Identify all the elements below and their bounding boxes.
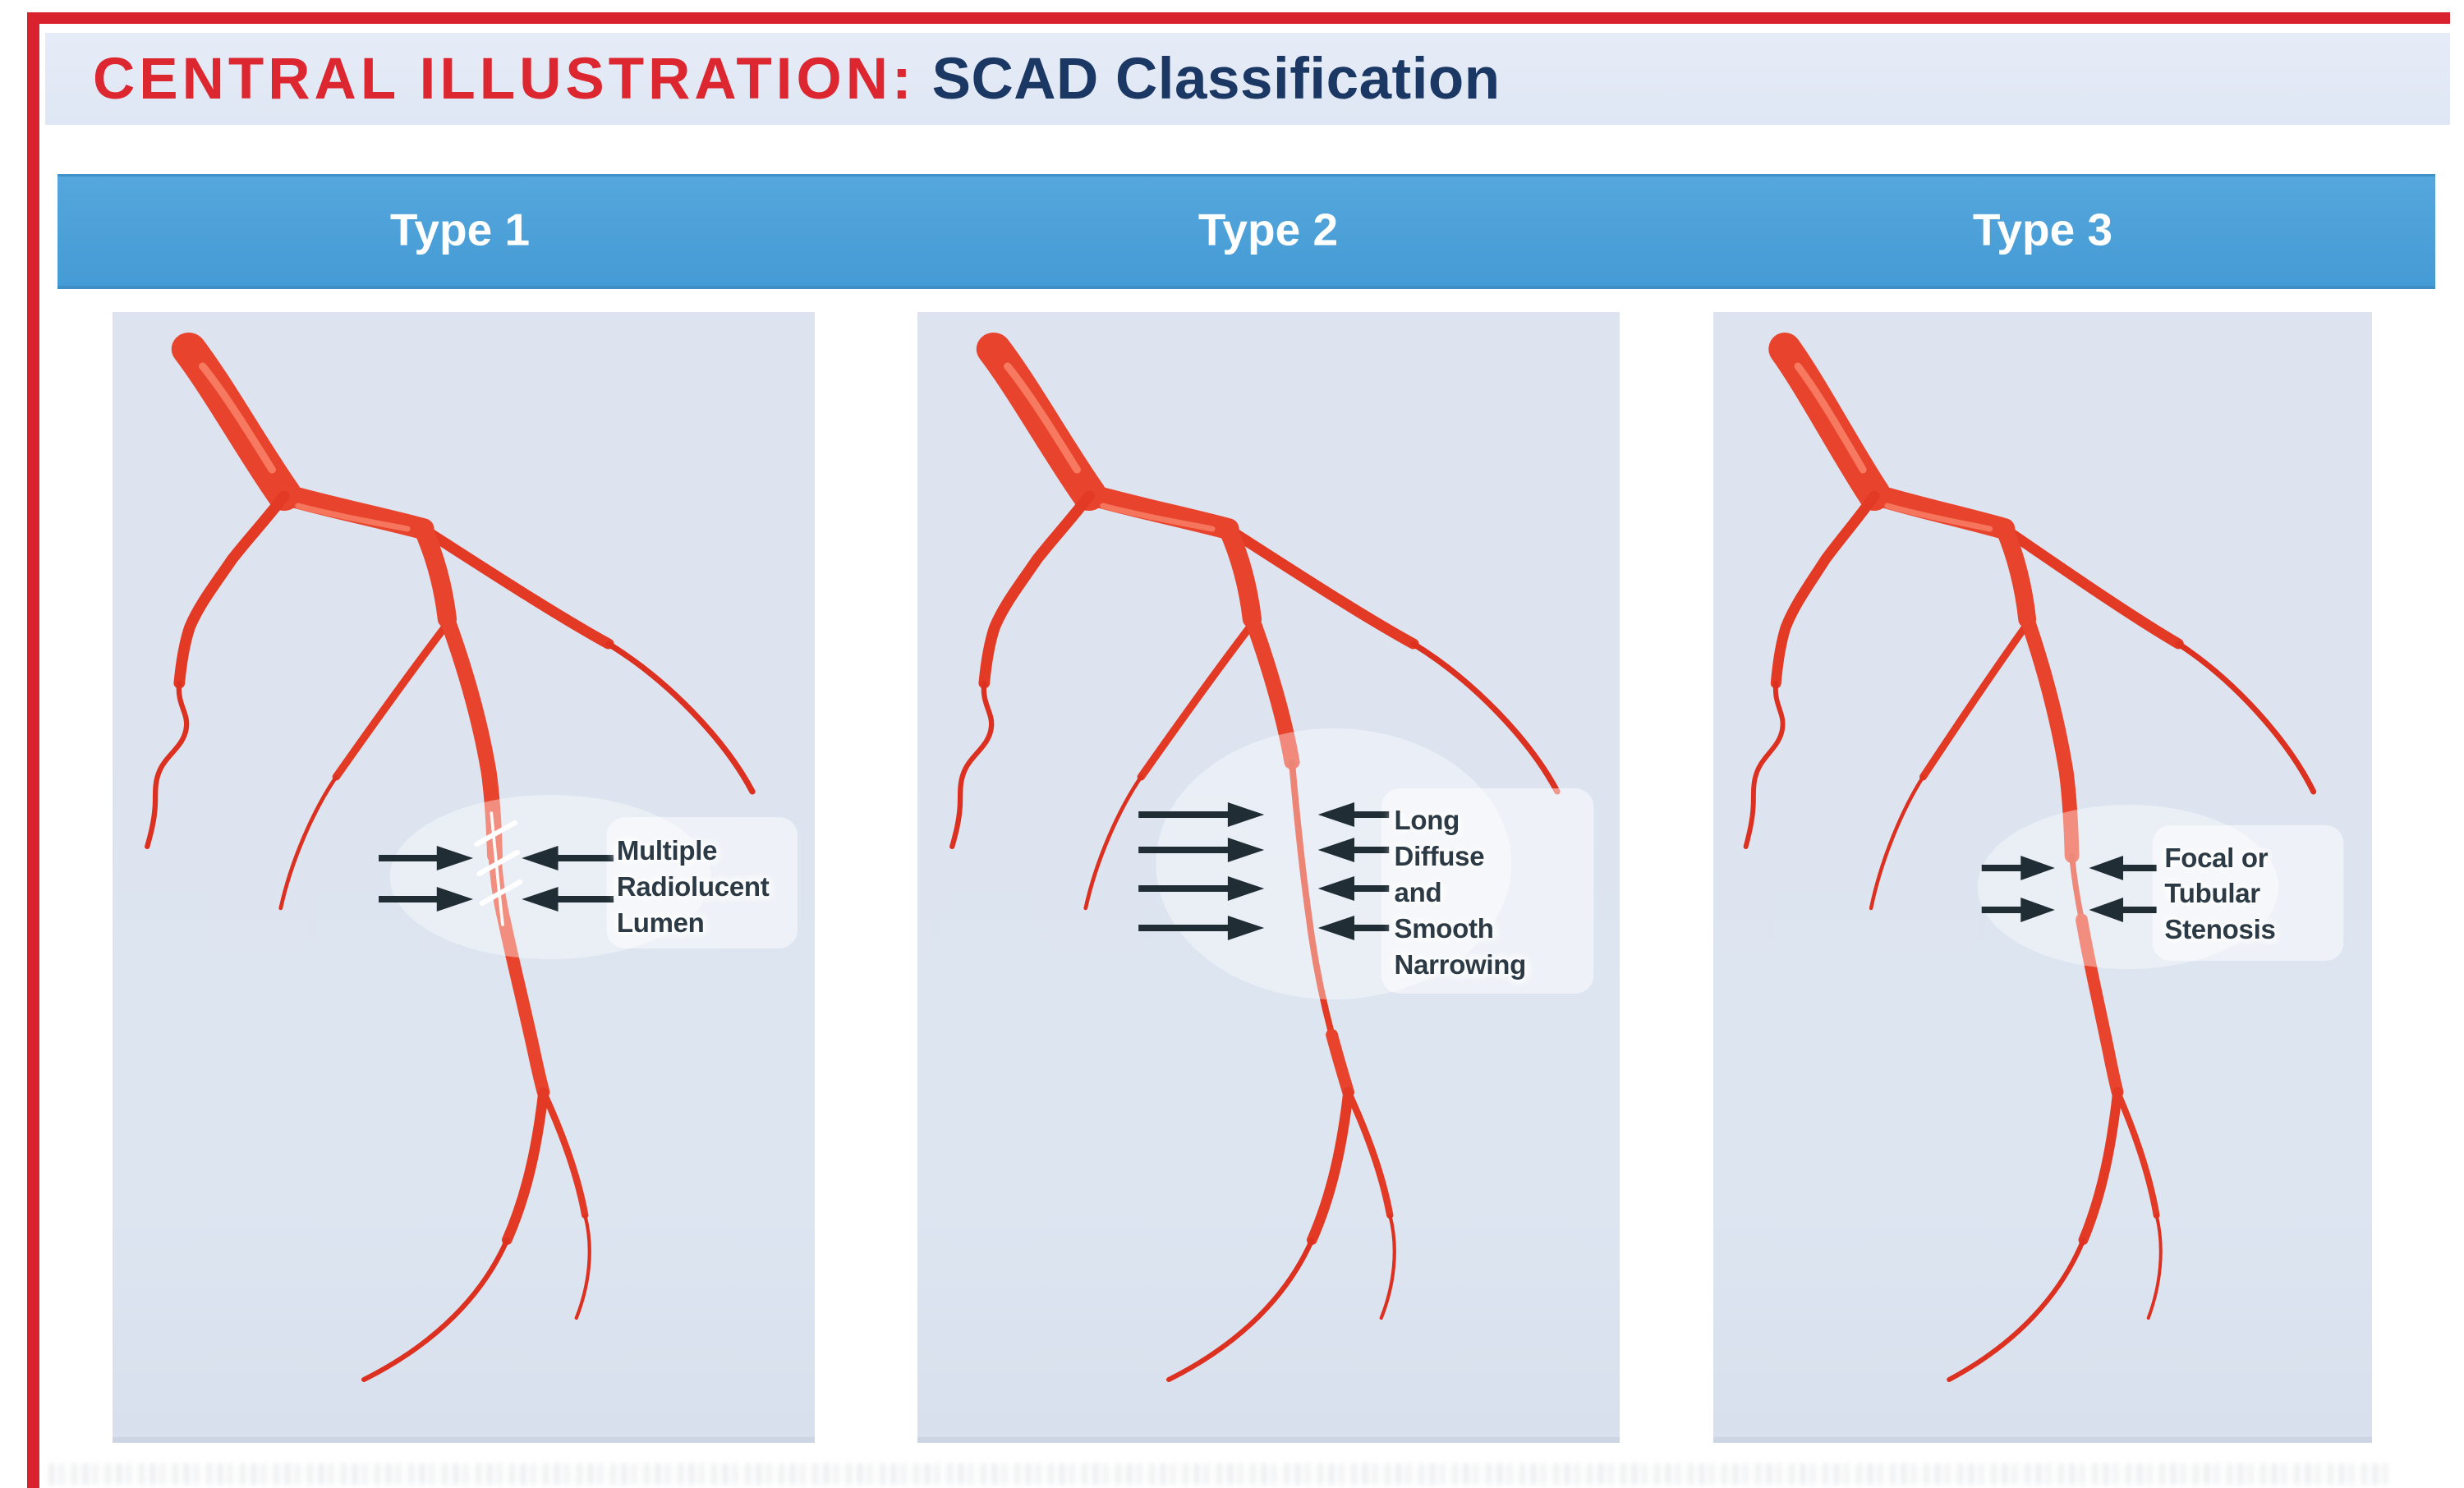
- arrow-left-icon: [2089, 856, 2157, 880]
- arrow-left-icon: [2089, 898, 2157, 922]
- artery-tree: [1743, 333, 2317, 1382]
- arrow-right-icon: [1138, 802, 1265, 827]
- arrow-left-icon: [1317, 876, 1390, 901]
- type-1-header: Type 1: [389, 203, 531, 255]
- annotation-halo: [1156, 728, 1594, 999]
- arrow-right-icon: [1138, 916, 1265, 940]
- panel-type-2: Long Diffuse and Smooth Narrowing: [917, 312, 1620, 1443]
- type-3-header: Type 3: [1972, 203, 2113, 255]
- coronary-artery-illustration: [949, 333, 1594, 1382]
- arrow-right-icon: [379, 887, 474, 912]
- artery-tree: [949, 333, 1561, 1382]
- title-prefix: CENTRAL ILLUSTRATION:: [93, 46, 916, 112]
- type-2-header: Type 2: [1198, 203, 1339, 255]
- lesion-detail-diffuse-narrowing: [1289, 759, 1335, 1038]
- lesion-annotation: Multiple Radiolucent Lumen: [616, 835, 770, 939]
- arrow-left-icon: [522, 846, 614, 870]
- annotation-halo: [389, 795, 798, 959]
- arrow-right-icon: [1138, 876, 1265, 901]
- lesion-detail-radiolucent-lumen: [474, 811, 523, 926]
- arrow-left-icon: [1317, 838, 1390, 862]
- type-header-bar: Type 1 Type 2 Type 3: [57, 174, 2435, 289]
- arrow-right-icon: [1138, 838, 1265, 862]
- panel-type-3: Focal or Tubular Stenosis: [1713, 312, 2372, 1443]
- arrow-right-icon: [1981, 856, 2055, 880]
- title-main: SCAD Classification: [931, 46, 1501, 112]
- figure-title: CENTRAL ILLUSTRATION:SCAD Classification: [93, 46, 1501, 113]
- figure-title-strip: CENTRAL ILLUSTRATION:SCAD Classification: [45, 33, 2450, 125]
- annotation-arrows: [379, 846, 614, 912]
- arrow-left-icon: [1317, 802, 1390, 827]
- panel-type-1: Multiple Radiolucent Lumen: [113, 312, 815, 1443]
- arrow-left-icon: [1317, 916, 1390, 940]
- figure-border: [27, 12, 2450, 1488]
- cropped-caption-text: [49, 1463, 2390, 1485]
- coronary-artery-illustration: [145, 333, 798, 1382]
- annotation-arrows: [1981, 856, 2157, 922]
- arrow-right-icon: [1981, 898, 2055, 922]
- annotation-arrows: [1138, 802, 1390, 940]
- lesion-annotation: Long Diffuse and Smooth Narrowing: [1394, 805, 1527, 980]
- arrow-right-icon: [379, 846, 474, 870]
- annotation-halo: [1977, 805, 2344, 969]
- lesion-annotation: Focal or Tubular Stenosis: [2164, 842, 2276, 945]
- arrow-left-icon: [522, 887, 614, 912]
- coronary-artery-illustration: [1743, 333, 2344, 1382]
